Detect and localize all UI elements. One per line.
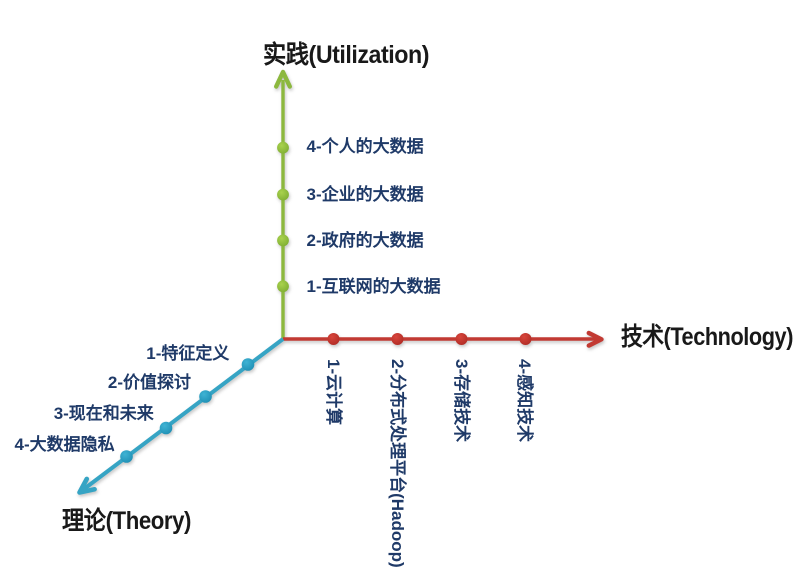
practice-point-4-dot [277,141,289,154]
practice-point-1-label: 1-互联网的大数据 [306,276,441,296]
theory-point-2-dot [199,390,212,403]
practice-point-1-dot [277,280,289,293]
practice-point-2-label: 2-政府的大数据 [306,231,424,251]
technology-point-1-label: 1-云计算 [324,358,344,425]
theory-point-3-label: 3-现在和未来 [53,403,154,423]
technology-point-2-dot [391,333,404,345]
technology-point-4-dot [519,333,532,345]
theory-point-3-dot [159,421,173,435]
practice-point-3-label: 3-企业的大数据 [306,185,424,205]
technology-point-4-label: 4-感知技术 [515,358,535,442]
technology-axis-title: 技术(Technology) [621,322,793,351]
technology-point-2-label: 2-分布式处理平台(Hadoop) [388,358,408,568]
technology-axis-arrowhead-icon [586,330,604,348]
theory-point-4-label: 4-大数据隐私 [14,434,115,454]
practice-axis-title: 实践(Utilization) [263,40,429,69]
theory-point-4-dot [120,450,133,463]
technology-point-1-dot [327,333,340,345]
practice-point-3-dot [277,188,289,201]
technology-point-3-label: 3-存储技术 [452,358,472,442]
theory-point-1-label: 1-特征定义 [146,344,230,364]
theory-axis-title: 理论(Theory) [61,506,191,535]
theory-point-2-label: 2-价值探讨 [107,373,191,393]
practice-point-2-dot [277,234,289,247]
technology-point-3-dot [455,333,468,345]
practice-axis-arrowhead-icon [274,69,292,89]
theory-point-1-dot [241,358,255,371]
theory-axis-arrowhead-icon [77,476,97,495]
practice-point-4-label: 4-个人的大数据 [306,137,424,157]
